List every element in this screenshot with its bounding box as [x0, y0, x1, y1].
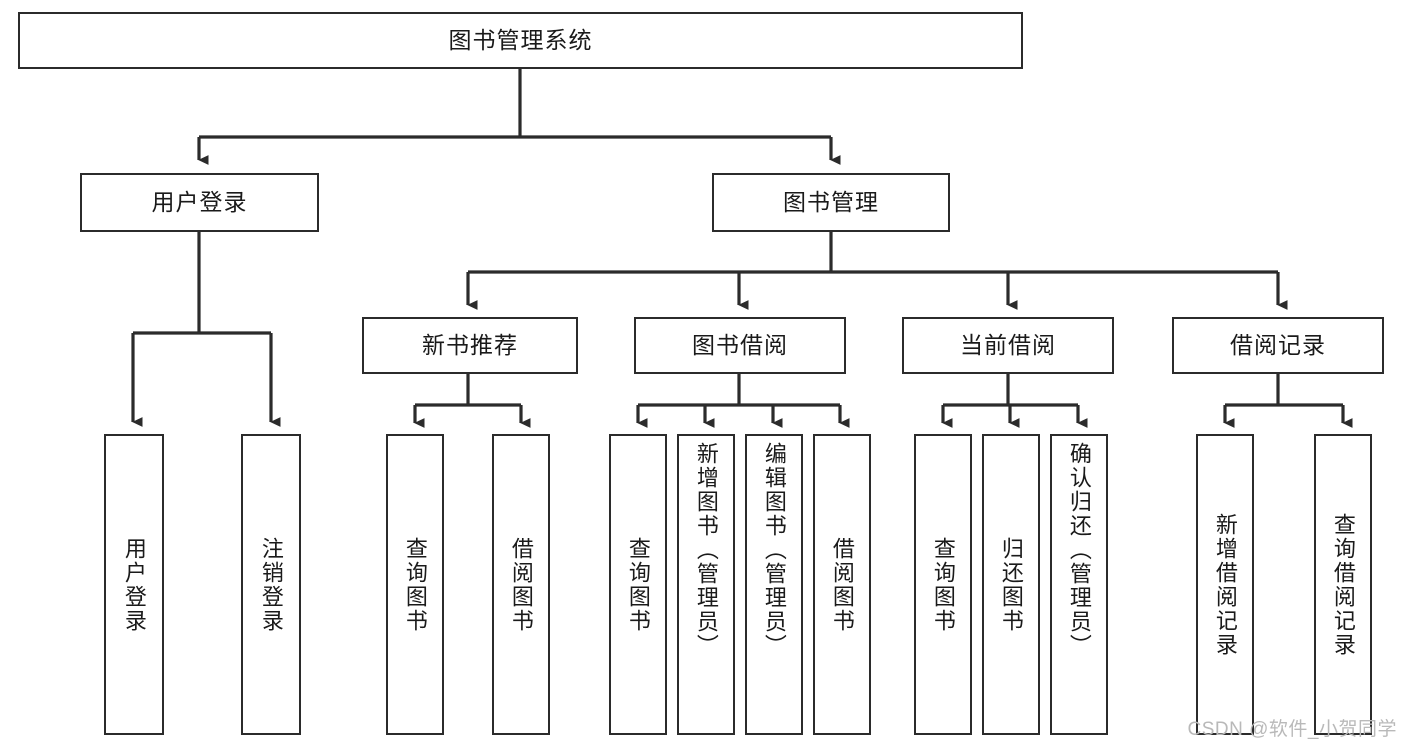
node-leaf-query-borrow-record[interactable]: 查询借阅记录 — [1314, 434, 1372, 735]
node-leaf-query-book-2[interactable]: 查询图书 — [609, 434, 667, 735]
node-label: 图书管理 — [783, 188, 879, 215]
node-label: 查询图书 — [402, 536, 428, 633]
node-label: 编辑图书（管理员） — [761, 442, 787, 658]
node-label: 新书推荐 — [422, 331, 518, 358]
node-label: 查询图书 — [930, 536, 956, 633]
node-leaf-edit-book-admin[interactable]: 编辑图书（管理员） — [745, 434, 803, 735]
node-label: 新增图书（管理员） — [693, 442, 719, 658]
node-book-management[interactable]: 图书管理 — [712, 173, 950, 232]
node-borrowing-record[interactable]: 借阅记录 — [1172, 317, 1384, 374]
node-label: 新增借阅记录 — [1212, 512, 1238, 657]
node-book-borrowing[interactable]: 图书借阅 — [634, 317, 846, 374]
node-current-borrowing[interactable]: 当前借阅 — [902, 317, 1114, 374]
node-label: 查询借阅记录 — [1330, 512, 1356, 657]
node-leaf-query-book-3[interactable]: 查询图书 — [914, 434, 972, 735]
node-leaf-user-login[interactable]: 用户登录 — [104, 434, 164, 735]
node-label: 查询图书 — [625, 536, 651, 633]
node-label: 当前借阅 — [960, 331, 1056, 358]
node-label: 用户登录 — [121, 536, 147, 633]
node-label: 确认归还（管理员） — [1066, 442, 1092, 658]
node-leaf-borrow-book-2[interactable]: 借阅图书 — [813, 434, 871, 735]
node-leaf-return-book[interactable]: 归还图书 — [982, 434, 1040, 735]
node-user-login[interactable]: 用户登录 — [80, 173, 319, 232]
node-new-book-recommendation[interactable]: 新书推荐 — [362, 317, 578, 374]
node-label: 注销登录 — [258, 536, 284, 633]
node-label: 借阅图书 — [829, 536, 855, 633]
csdn-watermark: CSDN @软件_小贺同学 — [1187, 719, 1397, 740]
node-leaf-borrow-book-1[interactable]: 借阅图书 — [492, 434, 550, 735]
node-leaf-query-book-1[interactable]: 查询图书 — [386, 434, 444, 735]
node-label: 用户登录 — [151, 188, 248, 215]
node-leaf-add-borrow-record[interactable]: 新增借阅记录 — [1196, 434, 1254, 735]
node-leaf-add-book-admin[interactable]: 新增图书（管理员） — [677, 434, 735, 735]
node-leaf-confirm-return-admin[interactable]: 确认归还（管理员） — [1050, 434, 1108, 735]
node-label: 归还图书 — [998, 536, 1024, 633]
node-root-book-management-system[interactable]: 图书管理系统 — [18, 12, 1023, 69]
node-label: 借阅图书 — [508, 536, 534, 633]
node-label: 借阅记录 — [1230, 331, 1326, 358]
node-leaf-logout[interactable]: 注销登录 — [241, 434, 301, 735]
node-label: 图书借阅 — [692, 331, 788, 358]
node-label: 图书管理系统 — [448, 26, 593, 53]
